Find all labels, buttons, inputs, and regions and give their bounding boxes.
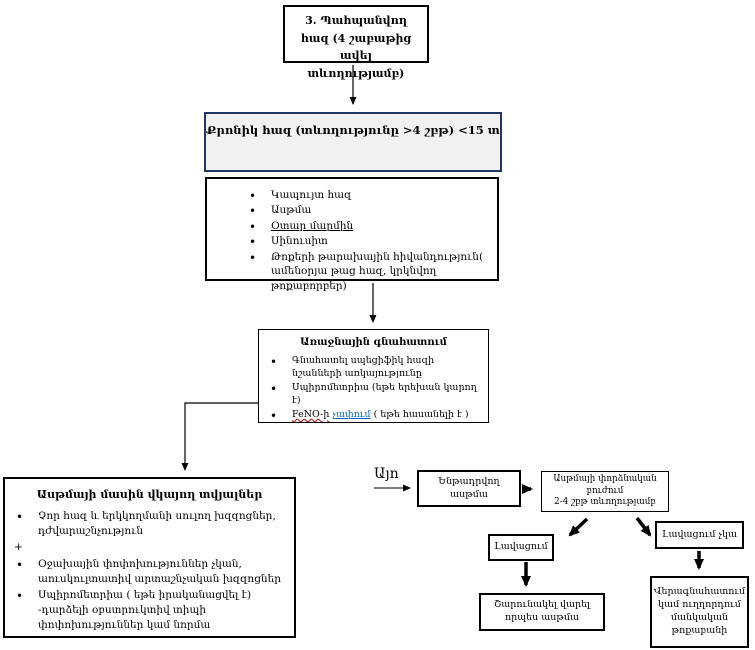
list-item: Ասթմա — [249, 203, 487, 220]
node-continue-as-asthma-label: Շարունակել վարել որպես ասթմա — [494, 599, 590, 625]
node-suspected-asthma-label: Ենթադրվող ասթմա — [438, 475, 500, 500]
node-suspected-asthma: Ենթադրվող ասթմա — [417, 470, 521, 507]
trial-line2: 2-4 շբթ տևողությամբ — [554, 497, 656, 508]
node-persistent-cough: 3. Պահպանվող հազ (4 շաբաթից ավել տևողութ… — [283, 5, 429, 80]
list-item: Սպիրոմետրիա ( եթե իրականացվել է) -դարձել… — [16, 588, 288, 632]
node-no-improvement-label: Լավացում չկա — [662, 528, 737, 540]
node-improvement-label: Լավացում — [494, 541, 548, 553]
node-chronic-cough-label: Քրոնիկ հազ (տևողությունը >4 շբթ) <15 տ — [206, 123, 500, 137]
node-no-improvement: Լավացում չկա — [655, 521, 744, 549]
node-trial-treatment-label: Ասթմայի փորձնական բուժում 2-4 շբթ տևողու… — [542, 474, 668, 510]
node-chronic-cough: Քրոնիկ հազ (տևողությունը >4 շբթ) <15 տ — [204, 112, 502, 172]
node-persistent-cough-label: 3. Պահպանվող հազ (4 շաբաթից ավել տևողութ… — [300, 14, 412, 80]
list-item: Չոր հազ և երկկողմանի սուլող խզզոցներ, դժ… — [16, 509, 288, 538]
list-item-feno: FeNO-ի չափում ( եթե հասանելի է ) — [270, 408, 482, 426]
primary-assessment-title: Առաջնային գնահատում — [300, 337, 447, 348]
node-reassess-or-refer: Վերագնահատում կամ ուղղորդում մանկական թո… — [650, 576, 749, 648]
list-item: Թոքերի թարախային հիվանդություն( ամենօրյա… — [249, 250, 487, 293]
node-improvement: Լավացում — [488, 534, 554, 561]
feno-misspelled-text: FeNO-ի — [292, 408, 330, 420]
continue-line1: Շարունակել վարել — [494, 599, 590, 611]
list-item: Սինուսիտ — [249, 234, 487, 251]
arrow-trial-to-improvement — [568, 517, 589, 537]
list-item-foreign-body: Օտար մարմին — [249, 219, 487, 236]
list-item: Կապույտ հազ — [249, 188, 487, 205]
node-primary-assessment: Առաջնային գնահատում Գնահատել սպեցիֆիկ հա… — [258, 329, 489, 426]
list-item: Գնահատել սպեցիֆիկ հազի նշանների առկայութ… — [270, 354, 482, 381]
feno-rest-text: ( եթե հասանելի է ) — [370, 408, 469, 420]
plus-sign: + — [14, 541, 23, 554]
asthma-evidence-list: Չոր հազ և երկկողմանի սուլող խզզոցներ, դժ… — [5, 509, 294, 633]
trial-line1: Ասթմայի փորձնական բուժում — [553, 473, 657, 496]
node-reassess-or-refer-label: Վերագնահատում կամ ուղղորդում մանկական թո… — [653, 586, 746, 636]
asthma-evidence-title: Ասթմայի մասին վկայող տվյալներ — [36, 488, 263, 501]
node-trial-treatment: Ասթմայի փորձնական բուժում 2-4 շբթ տևողու… — [541, 471, 669, 512]
list-item: Օջախային փոփոխություններ չկան, աուսկուլտ… — [16, 557, 288, 586]
continue-line2: որպես ասթմա — [504, 612, 580, 623]
node-continue-as-asthma: Շարունակել վարել որպես ասթմա — [479, 593, 605, 631]
primary-assessment-list: Գնահատել սպեցիֆիկ հազի նշանների առկայութ… — [259, 354, 488, 426]
differential-list: Կապույտ հազ Ասթմա Օտար մարմին Սինուսիտ Թ… — [207, 188, 497, 293]
arrow-assessment-to-asthma-evidence — [181, 402, 258, 471]
node-differential-list: Կապույտ հազ Ասթմա Օտար մարմին Սինուսիտ Թ… — [205, 177, 499, 292]
yes-branch-label: Այո — [374, 466, 399, 482]
feno-measure-link[interactable]: չափում — [332, 408, 371, 420]
list-item: Սպիրոմետրիա (եթե երեխան կարող է) — [270, 381, 482, 408]
arrow-trial-to-no-improvement — [635, 516, 652, 537]
node-asthma-evidence: Ասթմայի մասին վկայող տվյալներ Չոր հազ և … — [3, 477, 296, 638]
